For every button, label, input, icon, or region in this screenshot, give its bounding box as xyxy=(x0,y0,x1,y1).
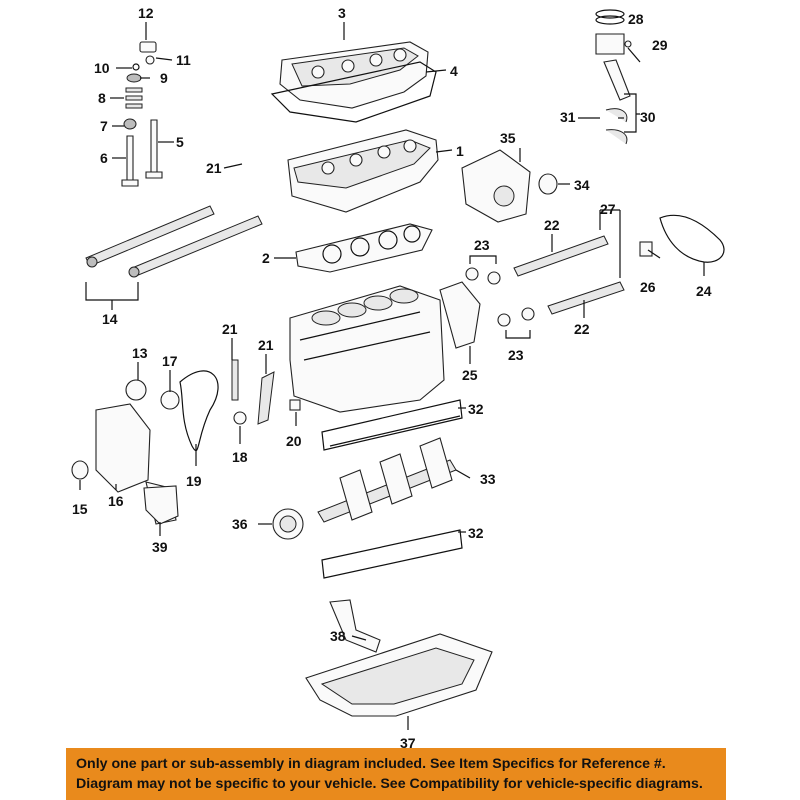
callout-26: 26 xyxy=(640,279,656,295)
callout-22-upper: 22 xyxy=(544,217,560,233)
callout-27: 27 xyxy=(600,201,616,217)
crankshaft xyxy=(317,437,457,523)
callout-7: 7 xyxy=(100,118,108,134)
cylinder-head xyxy=(287,129,439,213)
callout-25: 25 xyxy=(462,367,478,383)
callout-16: 16 xyxy=(108,493,124,509)
callout-21-guide-right: 21 xyxy=(258,337,274,353)
callout-34: 34 xyxy=(574,177,590,193)
callout-15: 15 xyxy=(72,501,88,517)
callout-30: 30 xyxy=(640,109,656,125)
balance-shafts xyxy=(465,209,625,339)
oil-pan xyxy=(305,633,493,717)
drive-belt xyxy=(659,214,725,263)
callout-23-upper: 23 xyxy=(474,237,490,253)
disclaimer-banner: Only one part or sub-assembly in diagram… xyxy=(66,748,726,800)
callout-19: 19 xyxy=(186,473,202,489)
callout-8: 8 xyxy=(98,90,106,106)
callout-37: 37 xyxy=(400,735,416,748)
callout-13: 13 xyxy=(132,345,148,361)
valve-cover xyxy=(279,41,429,109)
callout-10: 10 xyxy=(94,60,110,76)
callout-9: 9 xyxy=(160,70,168,86)
engine-block xyxy=(289,285,445,413)
callout-6: 6 xyxy=(100,150,108,166)
head-gasket xyxy=(295,223,433,273)
timing-cover xyxy=(461,149,558,223)
callout-4: 4 xyxy=(450,63,458,79)
callout-5: 5 xyxy=(176,134,184,150)
camshafts xyxy=(85,205,263,310)
callout-3: 3 xyxy=(338,5,346,21)
callout-33: 33 xyxy=(480,471,496,487)
callout-21-head: 21 xyxy=(206,160,222,176)
callout-32-lower: 32 xyxy=(468,525,484,541)
disclaimer-line-1: Only one part or sub-assembly in diagram… xyxy=(76,756,666,772)
callout-35: 35 xyxy=(500,130,516,146)
callout-32-upper: 32 xyxy=(468,401,484,417)
main-bearings-upper xyxy=(321,399,463,451)
callout-29: 29 xyxy=(652,37,668,53)
belt-tensioner xyxy=(639,241,653,257)
valve-cover-gasket xyxy=(270,61,437,123)
callout-2: 2 xyxy=(262,250,270,266)
oil-pump xyxy=(143,485,179,525)
timing-components xyxy=(71,359,301,525)
piston-assembly xyxy=(595,9,640,145)
callout-24: 24 xyxy=(696,283,712,299)
callout-31: 31 xyxy=(560,109,576,125)
crank-pulley xyxy=(272,508,304,540)
disclaimer-line-2: Diagram may not be specific to your vehi… xyxy=(76,776,703,792)
callout-38: 38 xyxy=(330,628,346,644)
oil-pickup xyxy=(329,599,381,653)
callout-36: 36 xyxy=(232,516,248,532)
callout-12: 12 xyxy=(138,5,154,21)
leader-lines xyxy=(79,22,705,730)
callout-20: 20 xyxy=(286,433,302,449)
callout-14: 14 xyxy=(102,311,118,327)
callout-21-guide-left: 21 xyxy=(222,321,238,337)
callout-11: 11 xyxy=(176,52,191,68)
callout-39: 39 xyxy=(152,539,168,555)
main-bearings-lower xyxy=(321,529,463,579)
callout-18: 18 xyxy=(232,449,248,465)
callout-17: 17 xyxy=(162,353,178,369)
callout-23-lower: 23 xyxy=(508,347,524,363)
engine-parts-diagram: 1 2 3 4 5 6 7 8 9 10 11 12 13 14 15 16 1… xyxy=(71,5,725,748)
rear-plate xyxy=(439,281,481,349)
callout-28: 28 xyxy=(628,11,644,27)
callout-22-lower: 22 xyxy=(574,321,590,337)
valve-parts xyxy=(121,41,163,187)
callout-1: 1 xyxy=(456,143,464,159)
